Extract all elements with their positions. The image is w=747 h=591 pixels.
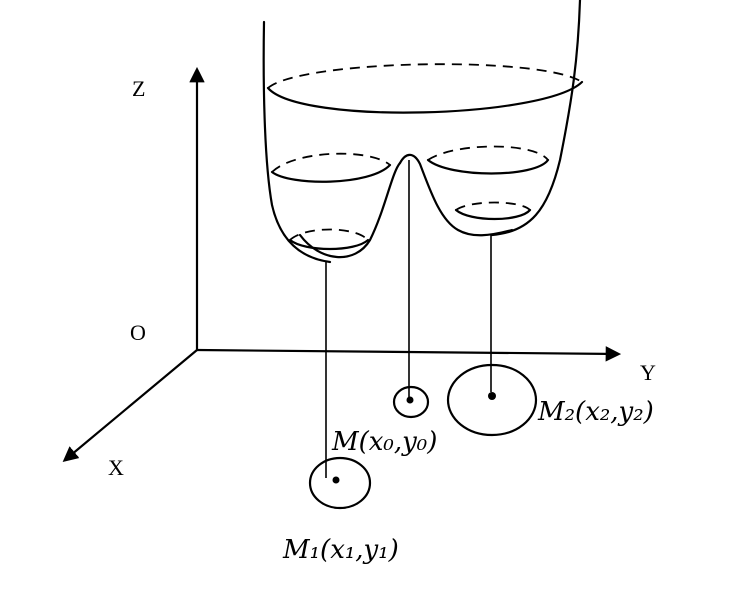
point-m0: [406, 396, 414, 404]
point-m1: [332, 476, 340, 484]
surface-right-wall: [490, 0, 582, 237]
right-mid-contour-back: [427, 145, 549, 161]
top-contour-back: [267, 63, 583, 89]
m1-label: M₁(x₁,y₁): [282, 535, 399, 565]
left-low-contour-back: [289, 228, 369, 241]
neighbourhood-m1: [308, 456, 372, 510]
left-mid-contour-back: [271, 152, 391, 173]
x-axis: [62, 348, 199, 462]
y-axis-label: Y: [640, 360, 656, 385]
origin-label: O: [130, 320, 146, 345]
surface-left-wall: [262, 20, 332, 264]
z-axis-label: Z: [132, 76, 145, 101]
right-low-contour-front: [454, 208, 532, 221]
point-m2: [488, 392, 496, 400]
right-low-contour-back: [455, 201, 531, 211]
top-contour-front: [266, 80, 584, 114]
x-axis-label: X: [108, 455, 124, 480]
neighbourhood-m0: [392, 385, 430, 419]
y-axis: [195, 346, 622, 362]
surface-saddle: [398, 153, 514, 237]
m0-label: M(x₀,y₀): [331, 427, 437, 457]
m2-label: M₂(x₂,y₂): [537, 397, 654, 427]
right-mid-contour-front: [426, 158, 550, 175]
left-low-contour-front: [288, 238, 370, 251]
surface-left-well: [298, 161, 402, 259]
left-mid-contour-front: [270, 163, 392, 183]
neighbourhood-m2: [446, 363, 538, 437]
